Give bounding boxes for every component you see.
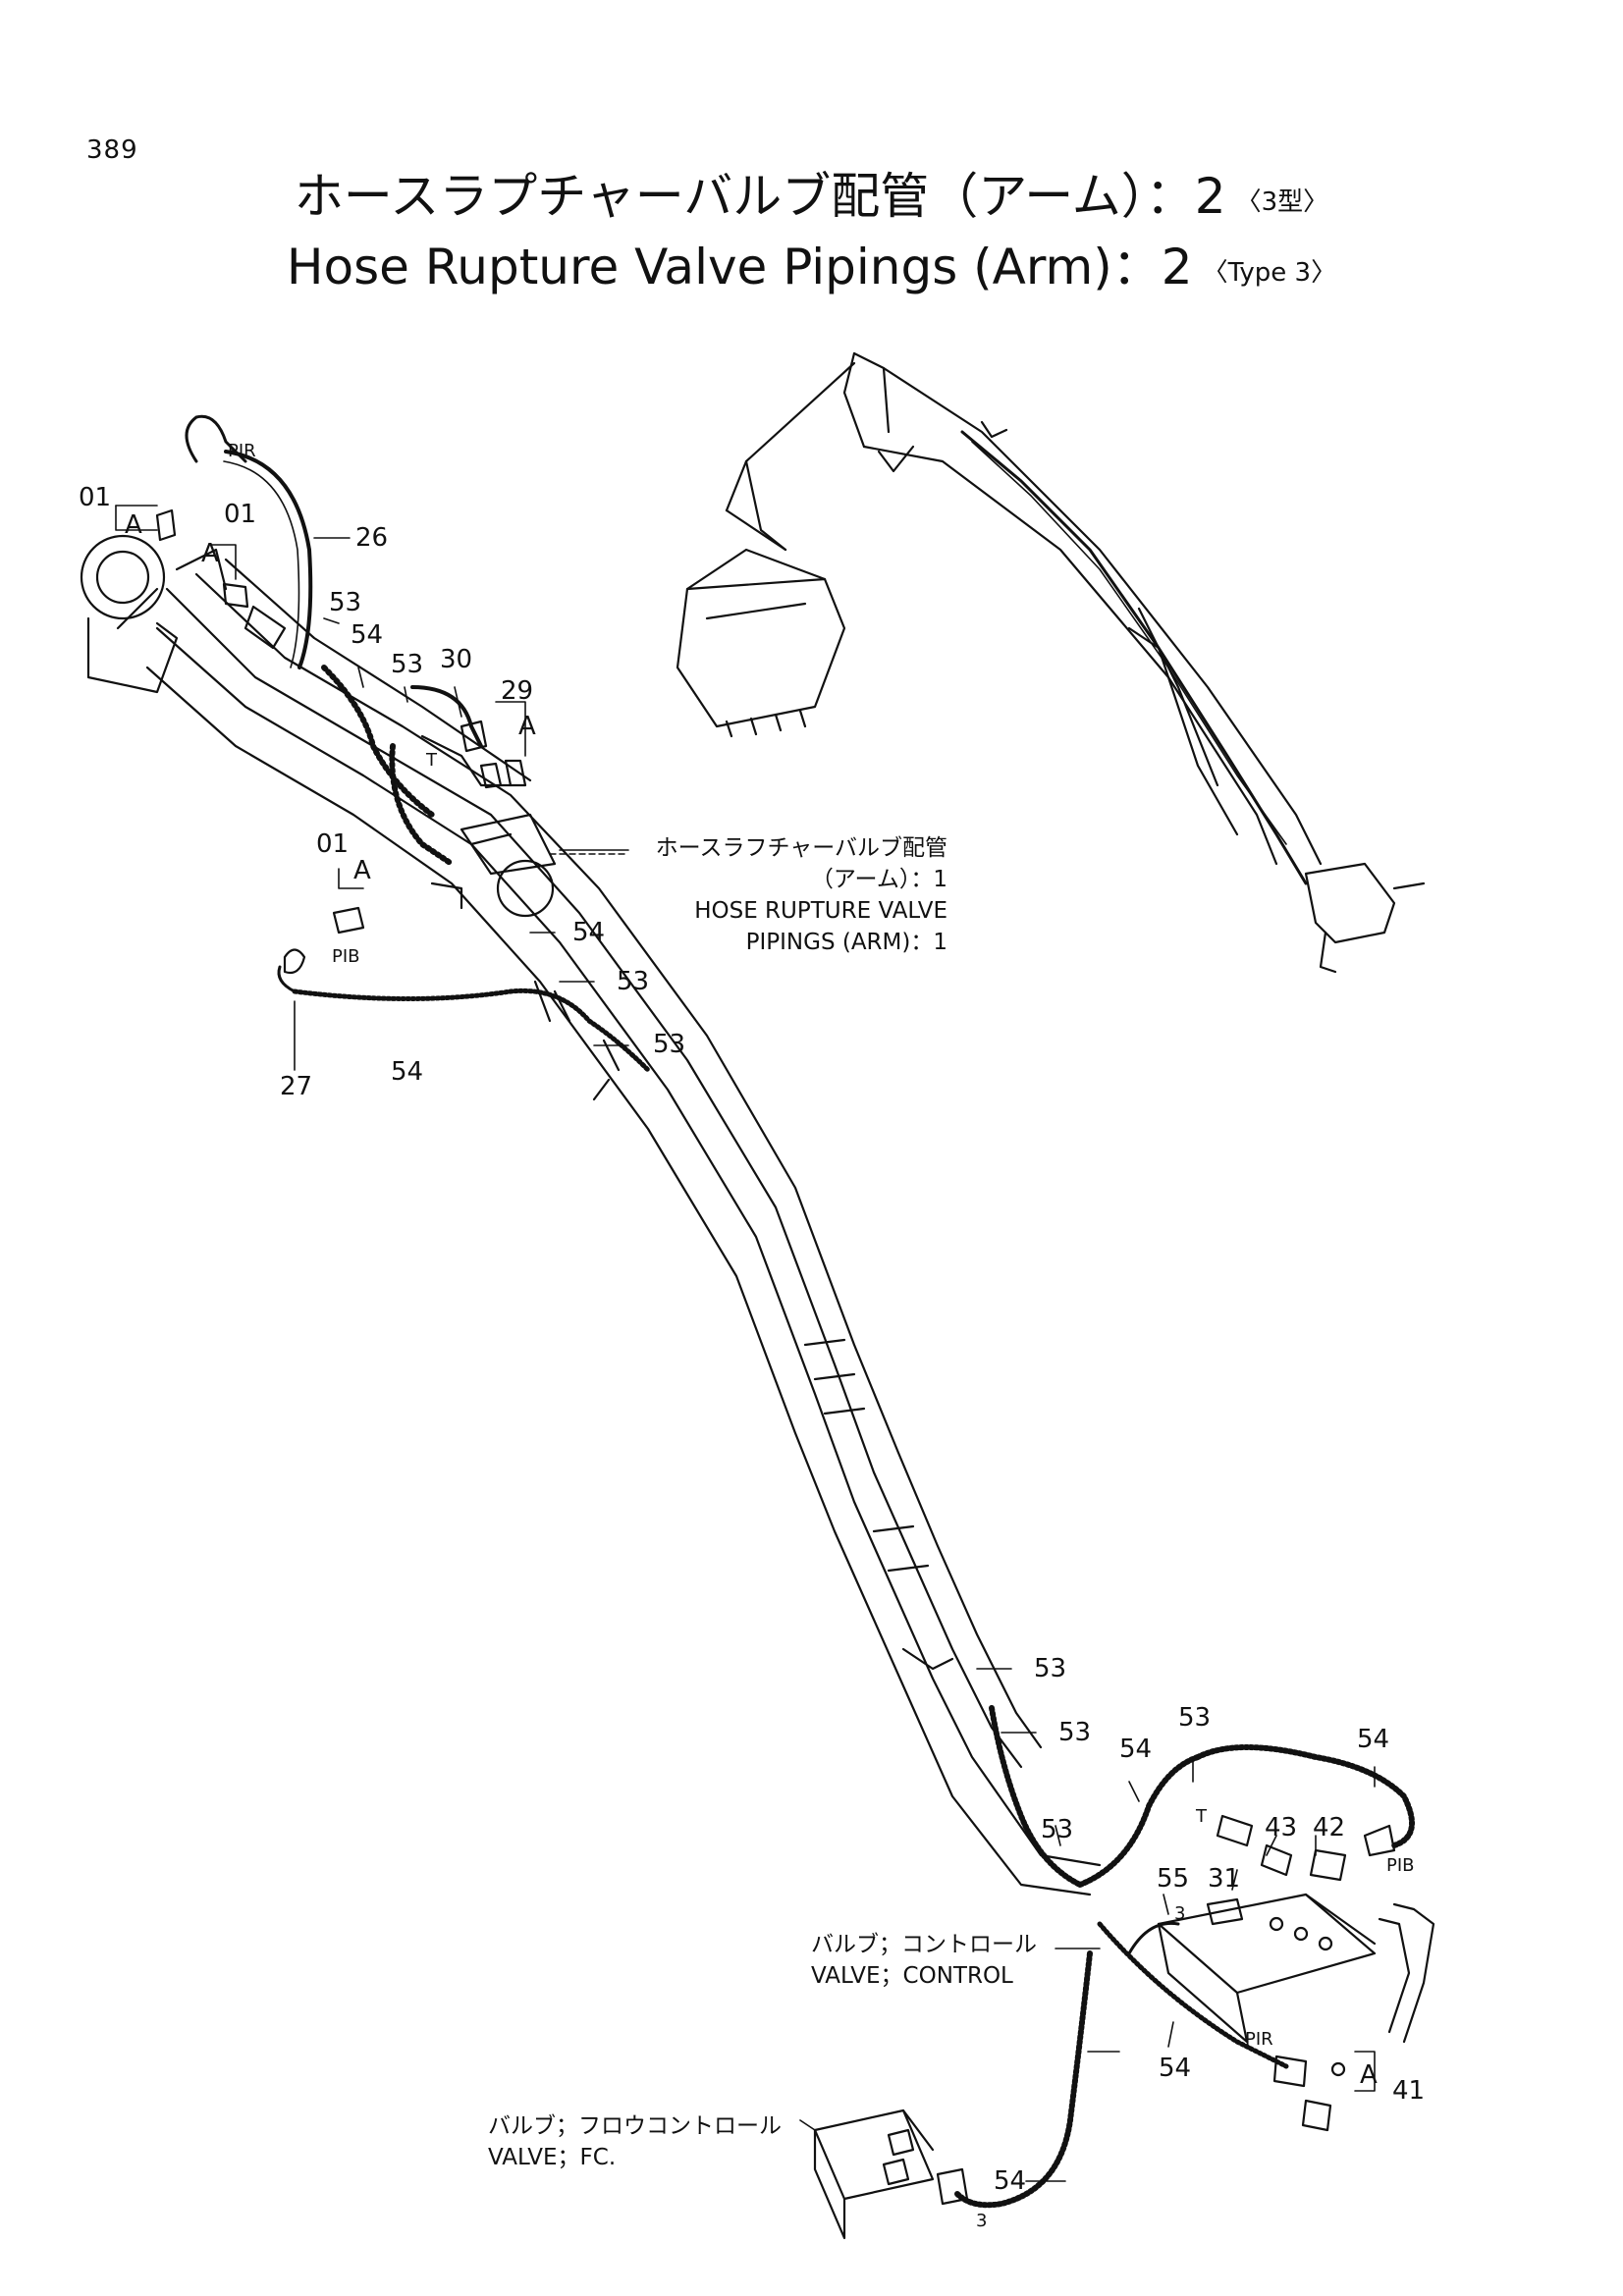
label-54-a: 54 xyxy=(351,620,383,650)
label-T-1: T xyxy=(425,750,438,771)
label-A-4: A xyxy=(353,856,371,885)
callout-control-jp: バルブ；コントロール xyxy=(811,1932,1037,1957)
label-53-g: 53 xyxy=(1178,1703,1211,1733)
label-A-3: A xyxy=(518,712,536,741)
title-en-type: 〈Type 3〉 xyxy=(1202,258,1337,288)
callout-ref-jp: ホースラフチャーバルブ配管 xyxy=(655,835,947,861)
title-japanese: ホースラプチャーバルブ配管（アーム）：2 〈3型〉 xyxy=(0,157,1623,228)
callout-fc-jp: バルブ；フロウコントロール xyxy=(488,2113,782,2139)
label-A-1: A xyxy=(125,510,142,540)
label-43: 43 xyxy=(1265,1813,1297,1842)
label-01-low: 01 xyxy=(316,829,349,859)
label-54-d: 54 xyxy=(1119,1735,1152,1764)
callout-fc-en: VALVE；FC. xyxy=(488,2145,617,2170)
label-T-2: T xyxy=(1195,1806,1208,1827)
title-english: Hose Rupture Valve Pipings (Arm)：2 〈Type … xyxy=(0,228,1623,298)
label-3-b: 3 xyxy=(976,2211,987,2231)
label-PIB-2: PIB xyxy=(1386,1855,1415,1876)
label-PIR-2: PIR xyxy=(1245,2029,1273,2050)
title-en-text: Hose Rupture Valve Pipings (Arm)：2 xyxy=(286,239,1193,295)
callout-fc-valve: バルブ；フロウコントロール VALVE；FC. xyxy=(488,2110,782,2173)
title-jp-type: 〈3型〉 xyxy=(1235,187,1329,217)
label-01-mid: 01 xyxy=(224,500,256,529)
hose-rupture-valve-mid xyxy=(332,813,629,934)
leader-lines xyxy=(115,505,1376,2182)
label-29: 29 xyxy=(501,676,533,706)
label-27: 27 xyxy=(280,1072,312,1101)
hose-rupture-valve-upper xyxy=(80,414,527,867)
part-labels: 01 A 01 A PIR 26 53 54 53 30 29 A T 01 A… xyxy=(79,441,1425,2231)
label-A-2: A xyxy=(201,539,219,568)
callout-ref-en-2: PIPINGS (ARM)：1 xyxy=(745,930,947,955)
page-number: 389 xyxy=(86,135,138,165)
label-01-top: 01 xyxy=(79,483,111,512)
hose-pib-lower-left xyxy=(277,948,651,1073)
label-54-c: 54 xyxy=(391,1057,423,1087)
callout-control-en: VALVE；CONTROL xyxy=(811,1963,1013,1989)
label-55: 55 xyxy=(1157,1864,1189,1894)
label-53-f: 53 xyxy=(1058,1718,1091,1747)
label-PIR-1: PIR xyxy=(228,441,256,461)
arm-pipes xyxy=(145,558,1102,1896)
label-53-c: 53 xyxy=(617,967,649,996)
label-30: 30 xyxy=(440,645,472,674)
label-54-e: 54 xyxy=(1357,1725,1389,1754)
label-26: 26 xyxy=(355,523,388,553)
label-31: 31 xyxy=(1208,1864,1240,1894)
label-53-b: 53 xyxy=(391,650,423,679)
label-54-g: 54 xyxy=(994,2166,1026,2196)
excavator-overview xyxy=(676,351,1426,974)
label-53-h: 53 xyxy=(1041,1815,1073,1844)
label-PIB-1: PIB xyxy=(332,946,360,967)
label-53-a: 53 xyxy=(329,588,361,617)
label-A-5: A xyxy=(1360,2060,1378,2090)
label-53-e: 53 xyxy=(1034,1654,1066,1683)
callout-control-valve: バルブ；コントロール VALVE；CONTROL xyxy=(811,1929,1037,1992)
label-41: 41 xyxy=(1392,2076,1425,2106)
title-jp-text: ホースラプチャーバルブ配管（アーム）：2 xyxy=(294,168,1226,225)
label-54-b: 54 xyxy=(572,918,605,947)
callout-ref-en: HOSE RUPTURE VALVE xyxy=(694,898,947,924)
label-42: 42 xyxy=(1313,1813,1345,1842)
label-53-d: 53 xyxy=(653,1030,685,1059)
lower-right-assembly xyxy=(813,1705,1435,2240)
label-54-f: 54 xyxy=(1159,2054,1191,2083)
label-3-a: 3 xyxy=(1174,1903,1185,1924)
callout-ref-assembly: ホースラフチャーバルブ配管 （アーム）：1 HOSE RUPTURE VALVE… xyxy=(656,832,947,958)
callout-ref-jp-2: （アーム）：1 xyxy=(810,867,947,892)
